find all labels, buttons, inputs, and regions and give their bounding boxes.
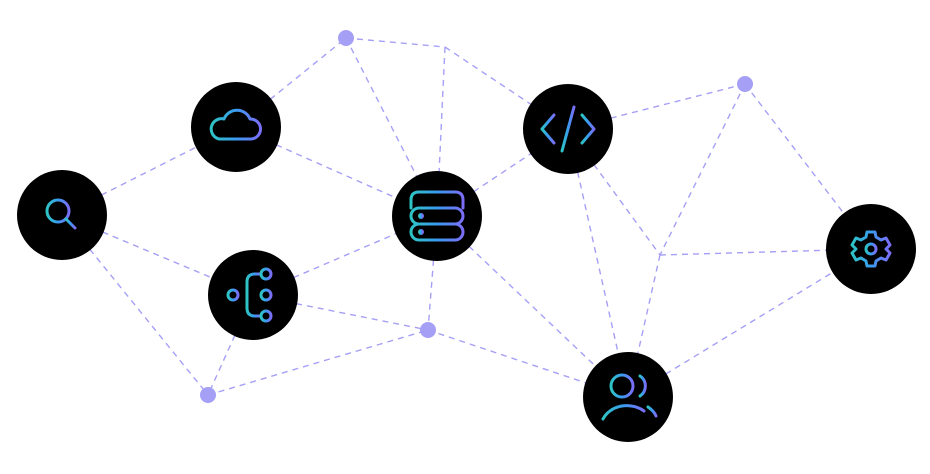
junction-dot (420, 322, 436, 338)
edge-p2-j2 (659, 83, 746, 256)
edge-code-users (567, 128, 629, 398)
junction-dot (200, 387, 216, 403)
edge-j2-settings (659, 248, 872, 256)
node-search (17, 170, 107, 260)
hierarchy-icon (226, 267, 273, 323)
code-icon (540, 105, 596, 153)
junction-dot (338, 30, 354, 46)
edge-users-settings (627, 248, 872, 398)
edge-hierarchy-p4 (207, 294, 254, 396)
edge-p1-j1 (345, 37, 446, 48)
gear-icon (850, 230, 892, 268)
node-users (583, 352, 673, 442)
node-code (523, 84, 613, 174)
junction-dot (737, 76, 753, 92)
edge-hierarchy-p3 (252, 294, 429, 331)
search-icon (45, 198, 77, 230)
node-cloud (191, 82, 281, 172)
edge-p2-settings (744, 83, 872, 250)
node-hierarchy (208, 250, 298, 340)
edge-server-p3 (427, 215, 438, 331)
users-icon (601, 373, 658, 421)
edge-p4-p3 (207, 329, 429, 396)
edge-p3-users (427, 329, 629, 398)
node-server (392, 171, 482, 261)
server-icon (409, 190, 465, 242)
node-settings (826, 204, 916, 294)
edge-code-p2 (567, 83, 746, 130)
cloud-icon (209, 108, 262, 141)
